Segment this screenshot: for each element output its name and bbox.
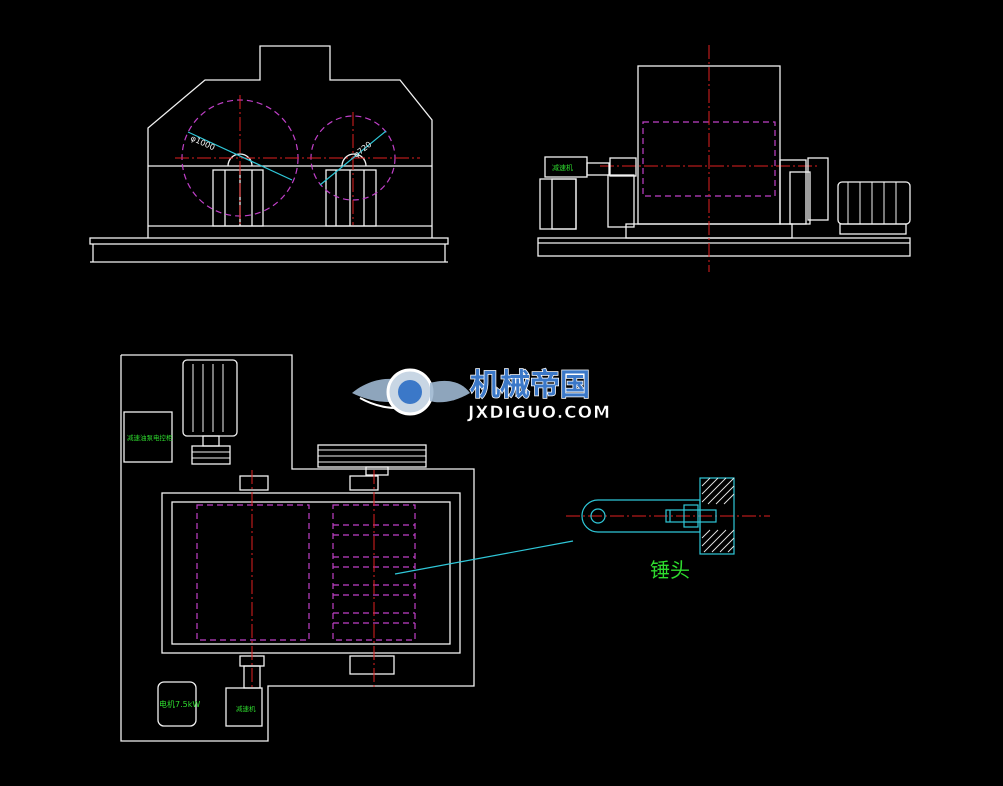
side-motor-flange xyxy=(807,157,829,221)
watermark-logo: 机械帝国 JXDIGUO.COM xyxy=(352,367,611,423)
right-bearing-support xyxy=(325,169,377,227)
hammer-block xyxy=(699,477,735,555)
plan-motor xyxy=(182,359,238,437)
side-view: 减速机 xyxy=(537,45,911,272)
side-base xyxy=(537,237,911,257)
plan-reducer-text: 减速机 xyxy=(236,704,256,713)
side-reducer-text: 减速机 xyxy=(552,163,573,172)
plan-view: 减速油泵电控柜 xyxy=(120,354,574,742)
dim-left-text: φ1000 xyxy=(189,134,216,153)
front-base-plate xyxy=(89,237,449,245)
hammer-pivot-hole xyxy=(590,508,606,524)
plan-motor-tag-box xyxy=(157,681,197,727)
hammer-arm xyxy=(581,499,701,533)
watermark-cn: 机械帝国 xyxy=(470,368,590,403)
side-motor xyxy=(837,181,911,225)
plan-reducer xyxy=(225,687,263,727)
detail-leader xyxy=(394,540,574,575)
left-dim-leader xyxy=(187,131,293,181)
plan-outline xyxy=(120,354,475,742)
detail-caption: 锤头 xyxy=(650,558,690,582)
hammer-detail: 锤头 xyxy=(566,477,770,582)
plan-control-panel xyxy=(123,411,173,463)
plan-frame xyxy=(161,492,461,654)
watermark-en: JXDIGUO.COM xyxy=(467,403,611,423)
left-bearing-support xyxy=(212,169,264,227)
plan-left-rotor xyxy=(196,504,310,641)
dim-right-text: φ720 xyxy=(352,140,374,160)
hammer-bolt xyxy=(665,509,717,523)
front-housing xyxy=(147,45,433,238)
plan-motor-tag-text: 电机7.5kW xyxy=(159,699,200,709)
plan-panel-text: 减速油泵电控柜 xyxy=(127,433,173,442)
right-dim-leader xyxy=(319,130,387,186)
front-view: φ1000 φ720 xyxy=(89,45,449,263)
